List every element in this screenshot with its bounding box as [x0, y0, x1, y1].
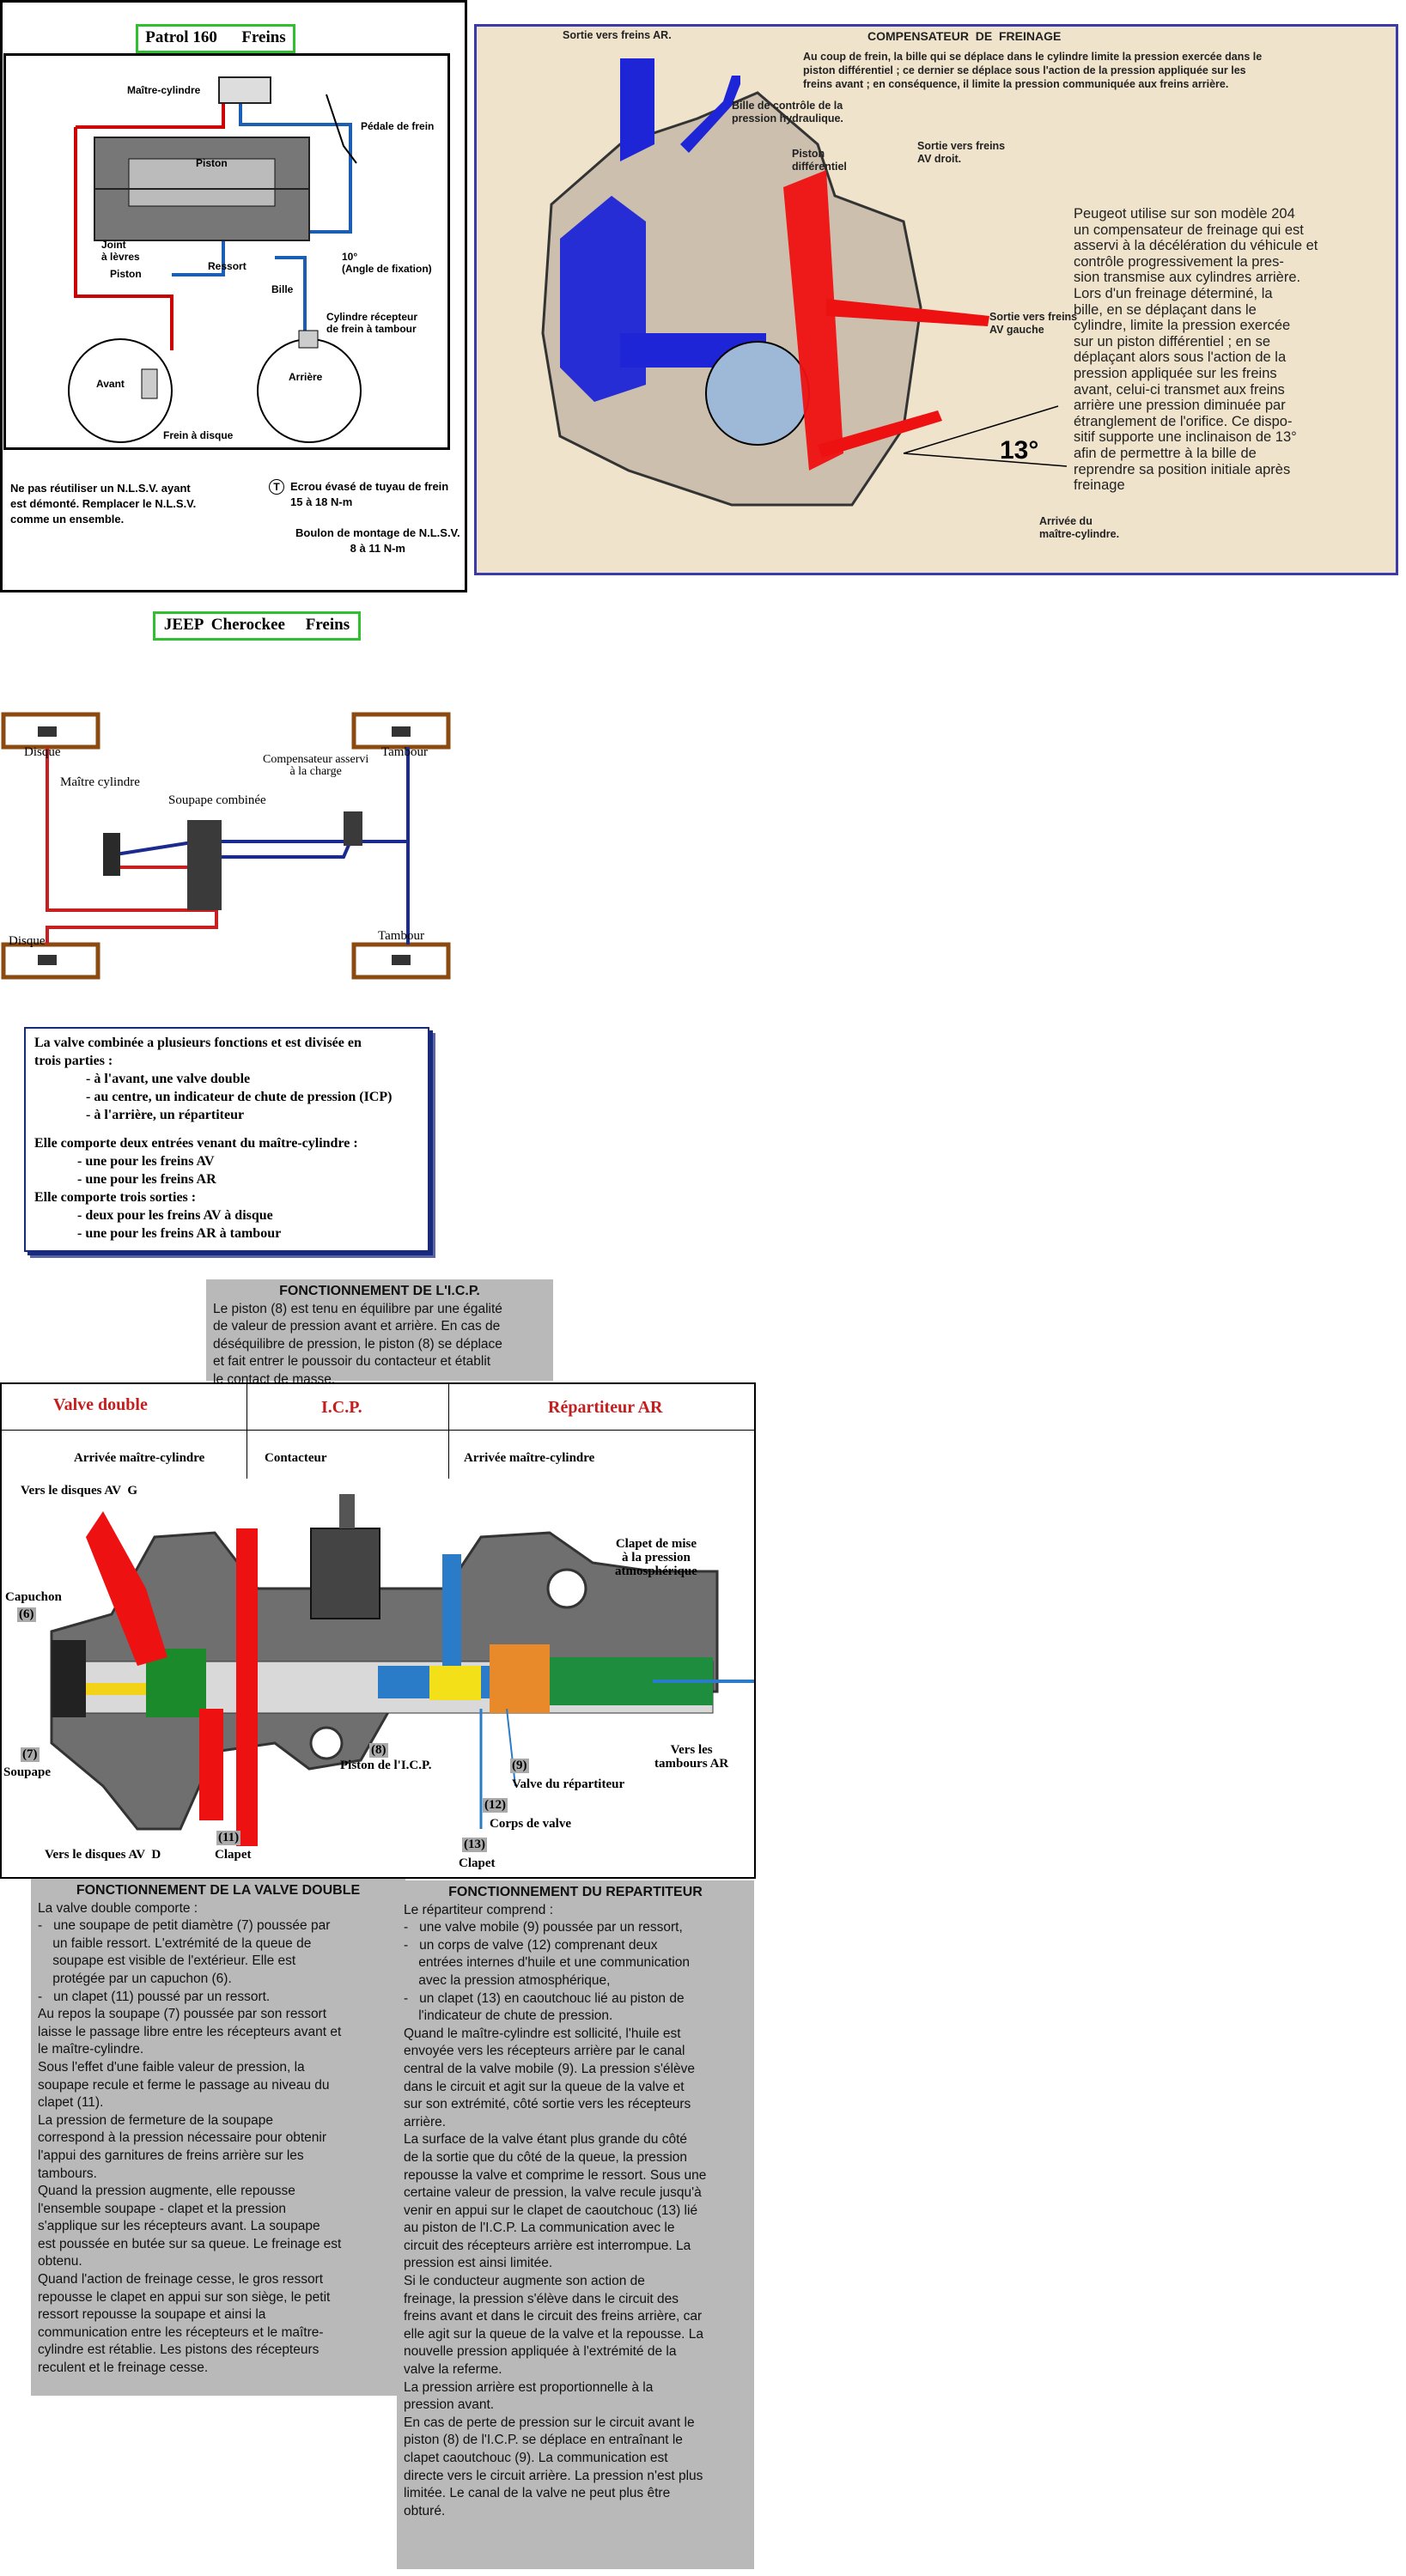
valve-double-title: FONCTIONNEMENT DE LA VALVE DOUBLE: [76, 1883, 361, 1898]
patrol-label-piston-b: Piston: [110, 268, 142, 280]
patrol-note-bolt: Boulon de montage de N.L.S.V. 8 à 11 N-m: [295, 526, 460, 555]
label-contacteur: Contacteur: [265, 1451, 327, 1465]
jeep-tambour-bot: Tambour: [378, 929, 424, 943]
peugeot-arrivee: Arrivée du maître-cylindre.: [1039, 515, 1120, 540]
valve-info-box: La valve combinée a plusieurs fonctions …: [24, 1027, 429, 1252]
repartiteur-text: Le répartiteur comprend : - une valve mo…: [404, 1902, 707, 2518]
valve-double-panel: FONCTIONNEMENT DE LA VALVE DOUBLE La val…: [31, 1879, 405, 2396]
valve-part-3: - à l'arrière, un répartiteur: [86, 1108, 245, 1122]
patrol-label-piston-a: Piston: [196, 157, 228, 169]
patrol-label-cyl-tambour: Cylindre récepteur de frein à tambour: [326, 311, 418, 335]
label-corps: Corps de valve: [490, 1817, 571, 1831]
label-n13: (13): [462, 1838, 487, 1852]
label-soupape: Soupape: [3, 1765, 52, 1779]
patrol-label-angle: 10° (Angle de fixation): [342, 251, 432, 275]
valve-sortie-2: - une pour les freins AR à tambour: [77, 1226, 282, 1241]
patrol-label-frein-disque: Frein à disque: [163, 429, 234, 441]
jeep-soupape: Soupape combinée: [168, 793, 266, 807]
label-clapet13: Clapet: [459, 1856, 496, 1870]
label-arrivee-2: Arrivée maître-cylindre: [464, 1451, 595, 1465]
label-clapet11: Clapet: [215, 1848, 252, 1862]
patrol-note-left: Ne pas réutiliser un N.L.S.V. ayant est …: [10, 482, 197, 526]
icp-panel: FONCTIONNEMENT DE L'I.C.P. Le piston (8)…: [206, 1279, 553, 1387]
valve-sorties-title: Elle comporte trois sorties :: [34, 1190, 197, 1205]
patrol-title: Patrol 160 Freins: [136, 24, 295, 53]
label-vers-avd: Vers le disques AV D: [45, 1848, 161, 1862]
valve-intro: La valve combinée a plusieurs fonctions …: [34, 1036, 362, 1068]
label-vers-avg: Vers le disques AV G: [21, 1484, 138, 1498]
peugeot-angle: 13°: [1000, 436, 1039, 465]
patrol-label-bille: Bille: [271, 283, 294, 295]
col-divider-2: [448, 1384, 449, 1479]
peugeot-title: COMPENSATEUR DE FREINAGE: [867, 29, 1062, 43]
label-arrivee-1: Arrivée maître-cylindre: [74, 1451, 205, 1465]
valve-drawing: [50, 1494, 754, 1846]
patrol-label-maitre: Maître-cylindre: [127, 84, 201, 96]
label-n12: (12): [483, 1798, 508, 1813]
jeep-schematic: [1, 712, 451, 980]
valve-entree-1: - une pour les freins AV: [77, 1154, 215, 1169]
valve-entree-2: - une pour les freins AR: [77, 1172, 216, 1187]
col-valve-double: Valve double: [53, 1395, 148, 1414]
label-n9: (9): [510, 1759, 529, 1773]
label-capuchon: Capuchon: [5, 1590, 62, 1604]
peugeot-av-droit: Sortie vers freins AV droit.: [917, 140, 1006, 165]
jeep-tambour-top: Tambour: [381, 745, 428, 759]
patrol-diagram-frame: [3, 53, 450, 450]
col-icp: I.C.P.: [321, 1398, 362, 1417]
label-n6: (6): [17, 1607, 36, 1622]
patrol-label-arriere: Arrière: [289, 371, 323, 383]
label-clapet-mise: Clapet de mise à la pression atmosphériq…: [615, 1537, 697, 1578]
jeep-title: JEEP Cherockee Freins: [153, 611, 361, 641]
peugeot-bille: Bille de contrôle de la pression hydraul…: [732, 100, 843, 125]
label-vers-tamb: Vers les tambours AR: [654, 1743, 729, 1771]
header-underline: [0, 1430, 756, 1431]
label-n11: (11): [216, 1831, 241, 1845]
patrol-note-num: T: [269, 479, 284, 495]
col-repartiteur: Répartiteur AR: [548, 1398, 663, 1417]
icp-text: Le piston (8) est tenu en équilibre par …: [213, 1301, 502, 1387]
patrol-note-right: Ecrou évasé de tuyau de frein 15 à 18 N-…: [290, 480, 449, 508]
jeep-disque-top: Disque: [24, 745, 61, 759]
icp-title: FONCTIONNEMENT DE L'I.C.P.: [279, 1284, 480, 1298]
patrol-label-joint: Joint à lèvres: [101, 239, 140, 263]
valve-entrees-title: Elle comporte deux entrées venant du maî…: [34, 1136, 358, 1151]
patrol-schematic: [68, 76, 362, 443]
label-piston-icp: Piston de l'I.C.P.: [340, 1759, 432, 1772]
valve-sortie-1: - deux pour les freins AV à disque: [77, 1208, 273, 1223]
peugeot-intro: Au coup de frein, la bille qui se déplac…: [803, 51, 1263, 90]
peugeot-drawing: [541, 58, 1068, 507]
repartiteur-panel: FONCTIONNEMENT DU REPARTITEUR Le réparti…: [397, 1880, 754, 2569]
peugeot-av-gauche: Sortie vers freins AV gauche: [989, 311, 1078, 336]
patrol-label-pedale: Pédale de frein: [361, 120, 435, 132]
jeep-disque-bot: Disque: [9, 934, 46, 948]
jeep-compensateur: Compensateur asservi à la charge: [263, 753, 369, 778]
patrol-panel: [0, 0, 467, 592]
label-n8: (8): [369, 1743, 388, 1758]
peugeot-piston: Piston différentiel: [792, 148, 847, 173]
repartiteur-title: FONCTIONNEMENT DU REPARTITEUR: [448, 1885, 703, 1899]
valve-part-1: - à l'avant, une valve double: [86, 1072, 251, 1086]
patrol-label-ressort: Ressort: [208, 260, 247, 272]
patrol-label-avant: Avant: [96, 378, 125, 390]
peugeot-sortie-ar: Sortie vers freins AR.: [563, 29, 672, 41]
jeep-maitre: Maître cylindre: [60, 775, 140, 789]
valve-part-2: - au centre, un indicateur de chute de p…: [86, 1090, 393, 1104]
valve-double-text: La valve double comporte : - une soupape…: [38, 1900, 342, 2376]
label-valve-rep: Valve du répartiteur: [512, 1777, 625, 1791]
label-n7: (7): [21, 1747, 40, 1762]
peugeot-paragraph: Peugeot utilise sur son modèle 204 un co…: [1074, 206, 1318, 494]
